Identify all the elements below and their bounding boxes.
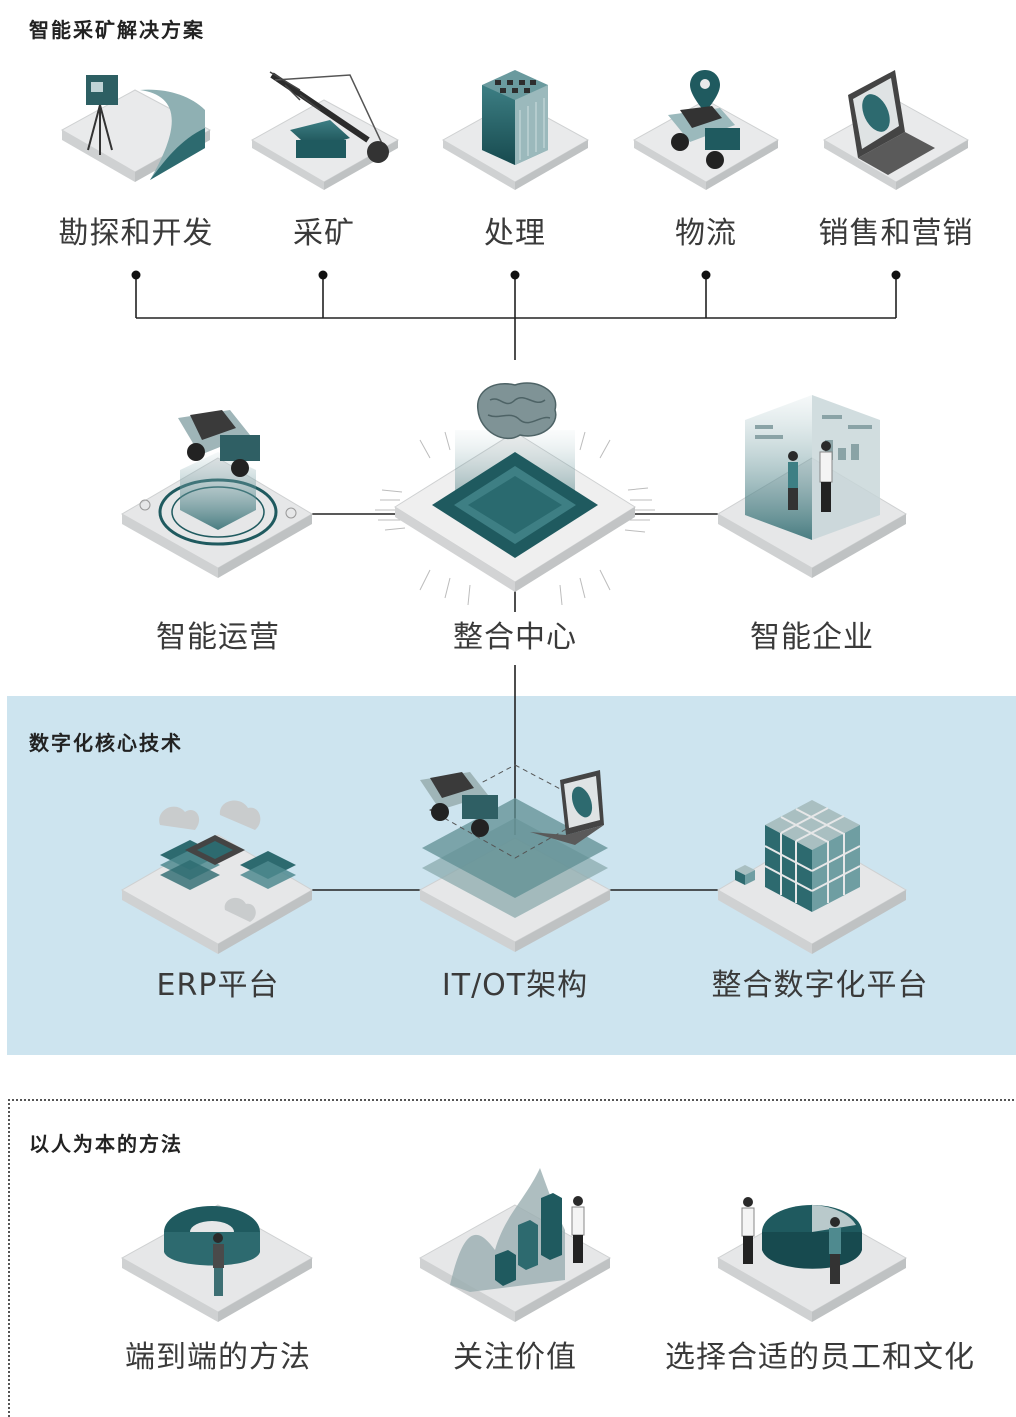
processing-plant-icon — [441, 70, 590, 190]
connector-dots — [131, 270, 901, 280]
core-label-enterprise: 智能企业 — [750, 620, 874, 655]
laptop-icon — [822, 70, 970, 190]
stage-label-mining: 采矿 — [293, 216, 355, 251]
truck-hologram-icon — [120, 410, 313, 578]
excavator-icon — [250, 71, 400, 190]
layers-icon — [418, 764, 612, 952]
tech-label-digital-platform: 整合数字化平台 — [711, 968, 929, 1003]
brain-chip-icon — [375, 382, 655, 606]
people-label-talent-culture: 选择合适的员工和文化 — [665, 1340, 975, 1375]
core-label-operations: 智能运营 — [156, 620, 280, 655]
tech-label-itot: IT/OT架构 — [441, 968, 589, 1003]
dashboard-people-icon — [717, 395, 907, 578]
people-label-end-to-end: 端到端的方法 — [125, 1340, 311, 1375]
stage-label-logistics: 物流 — [675, 216, 737, 251]
erp-cloud-icon — [120, 800, 313, 954]
bar-chart-person-icon — [418, 1168, 612, 1322]
pie-people-icon — [716, 1197, 908, 1322]
people-section-border — [8, 1099, 1014, 1417]
tech-section-title: 数字化核心技术 — [29, 731, 183, 755]
top-connector-bus — [135, 275, 897, 360]
surveying-icon — [60, 75, 212, 182]
haul-truck-icon — [632, 70, 780, 190]
cycle-person-icon — [120, 1204, 314, 1322]
tech-label-erp: ERP平台 — [156, 968, 280, 1003]
stage-label-sales: 销售和营销 — [818, 216, 974, 251]
core-label-integration-center: 整合中心 — [453, 620, 577, 655]
cube-blocks-icon — [717, 800, 907, 954]
stage-label-exploration: 勘探和开发 — [58, 216, 214, 251]
stage-label-processing: 处理 — [484, 216, 546, 251]
people-section-title: 以人为本的方法 — [29, 1132, 183, 1156]
mining-section-title: 智能采矿解决方案 — [29, 18, 205, 42]
people-label-value: 关注价值 — [453, 1340, 577, 1375]
